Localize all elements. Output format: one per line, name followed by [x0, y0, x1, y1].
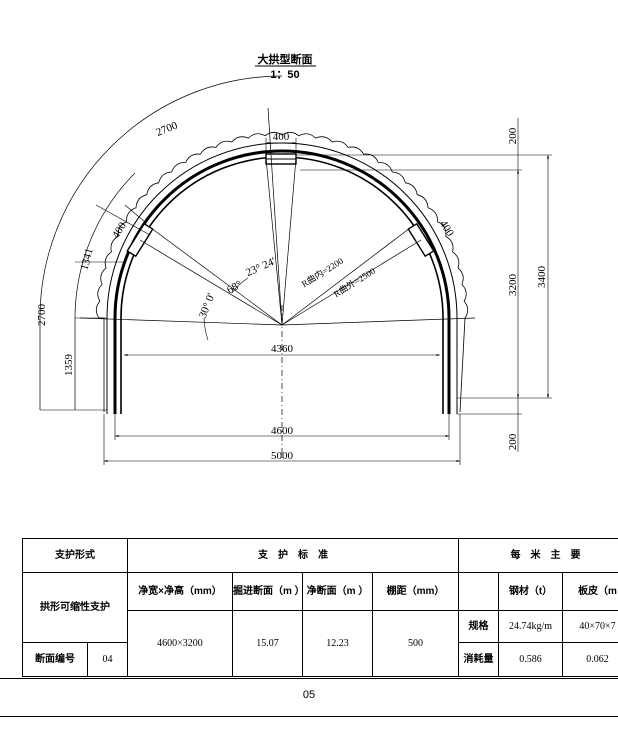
val-steel-spec: 24.74kg/m — [498, 610, 563, 643]
support-type: 拱形可缩性支护 — [22, 572, 128, 643]
val-net-size: 4600×3200 — [127, 610, 233, 677]
val-plate-consumption: 0.062 — [561, 642, 618, 677]
val-spacing: 500 — [372, 610, 459, 677]
dim-200-top: 200 — [507, 127, 519, 144]
angle-68: 68° — [225, 278, 244, 296]
dim-1359: 1359 — [63, 354, 75, 377]
header-support-standard: 支 护 标 准 — [127, 538, 459, 573]
val-plate-spec: 40×70×7 — [561, 610, 618, 643]
col-net-size: 净宽×净高（mm） — [127, 572, 233, 611]
angle-23: 23° 24' — [244, 255, 277, 279]
angle-arc-30 — [203, 317, 209, 341]
row-consumption: 消耗量 — [458, 642, 499, 677]
dim-1341: 1341 — [78, 247, 95, 271]
left-extension-lines — [40, 204, 151, 411]
arc-dim-inner — [74, 172, 136, 410]
row-spec: 规格 — [458, 610, 499, 643]
angle-arc-68 — [231, 277, 249, 294]
dim-400-right: 400 — [437, 218, 456, 239]
dim-3400: 3400 — [536, 266, 548, 289]
val-steel-consumption: 0.586 — [498, 642, 563, 677]
arch-section-drawing: 大拱型断面 1：50 400 — [36, 52, 552, 465]
radius-inner: R曲内=2200 — [299, 255, 345, 290]
page-number: 05 — [302, 689, 316, 701]
angle-30: 30° 0' — [197, 292, 218, 320]
val-net-section: 12.23 — [302, 610, 373, 677]
col-steel: 钢材（t） — [498, 572, 563, 611]
section-no-label: 断面编号 — [22, 642, 88, 677]
arc-dim-2700-outer — [39, 75, 283, 410]
right-extension-lines — [296, 154, 552, 415]
dim-3200: 3200 — [507, 274, 519, 297]
page-footer: 05 — [0, 678, 618, 717]
dim-arc-2700-left: 2700 — [36, 304, 48, 327]
header-support-form: 支护形式 — [22, 538, 128, 573]
rock-outline — [95, 131, 469, 413]
col-plate: 板皮（m — [561, 572, 618, 611]
dim-200-bottom: 200 — [507, 433, 519, 450]
header-per-meter: 每 米 主 要 — [457, 538, 618, 573]
drawing-title: 大拱型断面 — [258, 52, 313, 66]
col-spacing: 棚距（mm） — [372, 572, 459, 611]
dim-400-top: 400 — [273, 131, 290, 143]
dim-arc-2700-top: 2700 — [154, 119, 179, 139]
val-excavation: 15.07 — [232, 610, 303, 677]
dim-5000: 5000 — [271, 450, 294, 462]
section-no: 04 — [87, 642, 128, 677]
col-net-section: 净断面（m ） — [302, 572, 373, 611]
drawing-scale: 1：50 — [270, 69, 299, 81]
dim-4360: 4360 — [271, 343, 294, 355]
radial-lines — [79, 107, 476, 326]
col-excavation: 掘进断面（m ） — [232, 572, 303, 611]
support-spec-table: 支护形式 支 护 标 准 每 米 主 要 拱形可缩性支护 净宽×净高（mm） 掘… — [22, 538, 618, 677]
dim-4600: 4600 — [271, 425, 294, 437]
